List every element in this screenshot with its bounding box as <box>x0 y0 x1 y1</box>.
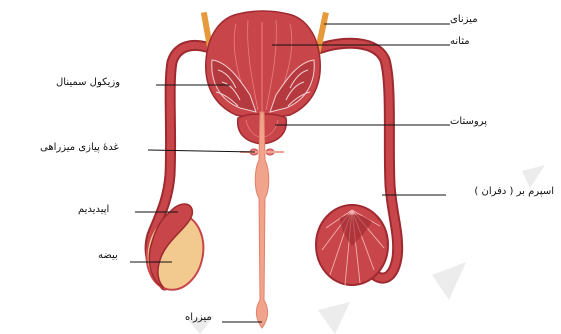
testis-right <box>316 205 388 285</box>
label-bladder: مثانه <box>450 36 470 47</box>
label-seminal-vesicle: وزیکول سمینال <box>56 77 120 88</box>
label-urethra: میزراه <box>185 312 212 323</box>
label-testis: بیضه <box>98 250 118 261</box>
urethra <box>255 112 269 328</box>
label-ureter: میزنای <box>450 14 478 25</box>
label-prostate: پروستات <box>450 116 487 127</box>
label-bulbourethral-gland: غدهٔ پیازی میزراهی <box>40 142 119 153</box>
label-vas-deferens: اسپرم بر ( دفران ) <box>448 186 554 197</box>
label-epididymis: اپیدیدیم <box>78 204 109 215</box>
